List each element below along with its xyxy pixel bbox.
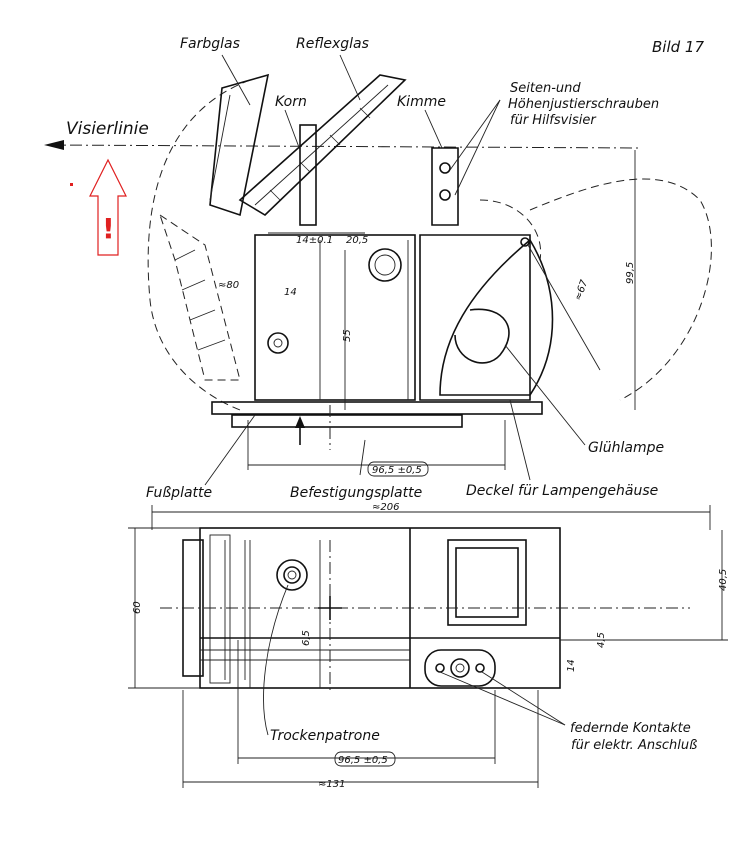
figure-number: Bild 17 xyxy=(652,38,704,56)
label-trockenpatrone: Trockenpatrone xyxy=(270,728,380,744)
trockenpatrone-circle xyxy=(276,559,308,591)
red-dot xyxy=(70,183,73,186)
label-gluehlampe: Glühlampe xyxy=(588,440,664,456)
contact-plate xyxy=(424,649,496,687)
leader-kimme xyxy=(424,109,443,149)
label-korn: Korn xyxy=(275,94,307,110)
dim-approx-206: ≈206 xyxy=(372,502,399,513)
top-view: ≈206 60 xyxy=(128,502,729,790)
leader-gluehlampe xyxy=(504,344,586,446)
farbglas-shape xyxy=(209,73,270,217)
dim-96-5-bottom: 96,5 ±0,5 xyxy=(338,755,388,766)
label-visierlinie: Visierlinie xyxy=(66,119,149,139)
leader-farbglas xyxy=(221,54,251,106)
leader-deckel xyxy=(509,399,531,481)
red-up-arrow xyxy=(89,158,127,256)
label-befestigungsplatte: Befestigungsplatte xyxy=(290,485,422,501)
red-exclamation: ! xyxy=(102,212,115,245)
dim-55: 55 xyxy=(342,329,353,342)
main-housing xyxy=(254,234,416,401)
red-annotation: ! xyxy=(70,158,127,256)
leader-kontakte-2 xyxy=(481,671,566,726)
visierlinie-arrowhead xyxy=(44,140,64,150)
leader-schrauben-1 xyxy=(449,99,501,171)
visierlinie-line xyxy=(47,144,641,149)
lamp-housing xyxy=(419,234,531,401)
adjustment-knob xyxy=(368,248,402,282)
label-deckel: Deckel für Lampengehäuse xyxy=(466,483,658,499)
dim-4-5: 4,5 xyxy=(596,632,607,648)
leader-kontakte-1 xyxy=(439,671,566,726)
leader-korn xyxy=(284,109,301,151)
dim-60: 60 xyxy=(132,601,143,614)
ghost-hatch xyxy=(174,249,226,351)
cover-swing-arc xyxy=(529,178,712,401)
dim-40-5: 40,5 xyxy=(718,569,729,591)
dim-96-5-top: 96,5 ±0,5 xyxy=(372,465,422,476)
label-farbglas: Farbglas xyxy=(180,36,240,52)
dim-approx-80: ≈80 xyxy=(218,280,239,291)
leader-befestigung xyxy=(359,439,366,476)
label-reflexglas: Reflexglas xyxy=(296,36,369,52)
dim-14-tol: 14±0.1 xyxy=(296,235,333,246)
dim-approx-131: ≈131 xyxy=(318,779,345,790)
befestigungsplatte-plate xyxy=(231,414,463,428)
label-fussplatte: Fußplatte xyxy=(146,485,212,501)
leader-trockenpatrone xyxy=(263,584,289,736)
label-schrauben-1: Seiten-und xyxy=(510,81,581,96)
label-kontakte-2: für elektr. Anschluß xyxy=(571,738,697,753)
glass-swing-arc xyxy=(147,79,251,411)
label-kontakte-1: federnde Kontakte xyxy=(570,721,691,736)
leader-fussplatte xyxy=(204,414,256,486)
dim-20-5: 20,5 xyxy=(346,235,368,246)
fussplatte-plate xyxy=(211,401,543,415)
pivot-screw xyxy=(267,332,289,354)
label-schrauben-2: Höhenjustierschrauben xyxy=(508,97,659,112)
korn-post xyxy=(299,124,317,226)
lamp-window xyxy=(447,539,527,626)
dim-14b: 14 xyxy=(284,287,297,298)
side-view: Farbglas Reflexglas Korn Kimme Seiten-un… xyxy=(44,36,712,501)
dim-approx-67: ≈67 xyxy=(573,278,591,302)
dim-99-5: 99,5 xyxy=(625,262,636,284)
folded-glass-ghost xyxy=(159,213,241,381)
reflexglas-shape xyxy=(238,74,407,217)
leader-reflexglas xyxy=(339,54,361,101)
kimme-bracket xyxy=(431,147,459,226)
dim-14c: 14 xyxy=(566,659,577,672)
dim-6-5: 6,5 xyxy=(301,630,312,646)
leader-schrauben-2 xyxy=(454,99,501,196)
label-kimme: Kimme xyxy=(397,94,446,110)
deckel-lamp-cover xyxy=(439,238,554,396)
label-schrauben-3: für Hilfsvisier xyxy=(510,113,597,128)
